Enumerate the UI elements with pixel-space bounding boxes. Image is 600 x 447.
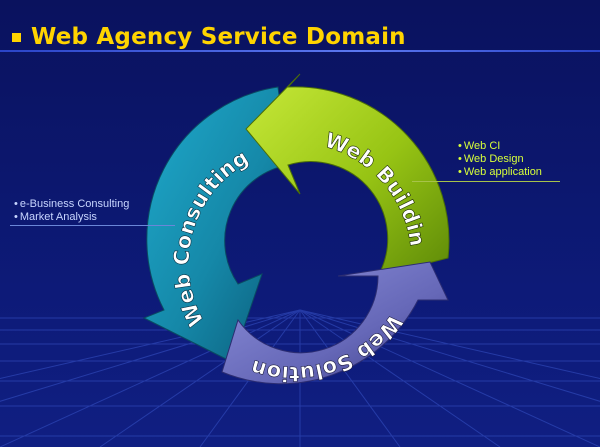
building-notes: Web CI Web Design Web application [458,140,542,179]
building-notes-divider [412,181,560,182]
web-solution-arrow [221,261,449,385]
consulting-notes-divider [10,225,175,226]
page-title: Web Agency Service Domain [8,24,406,50]
consulting-note-item: Market Analysis [14,211,129,224]
consulting-note-item: e-Business Consulting [14,198,129,211]
building-note-item: Web Design [458,153,542,166]
building-note-item: Web application [458,166,542,179]
page-title-text: Web Agency Service Domain [31,24,406,50]
consulting-notes: e-Business Consulting Market Analysis [14,198,129,224]
web-building-arrow [245,73,450,277]
web-consulting-arrow [142,86,289,363]
title-bullet-icon [12,32,21,42]
building-note-item: Web CI [458,140,542,153]
title-underline [0,50,600,52]
